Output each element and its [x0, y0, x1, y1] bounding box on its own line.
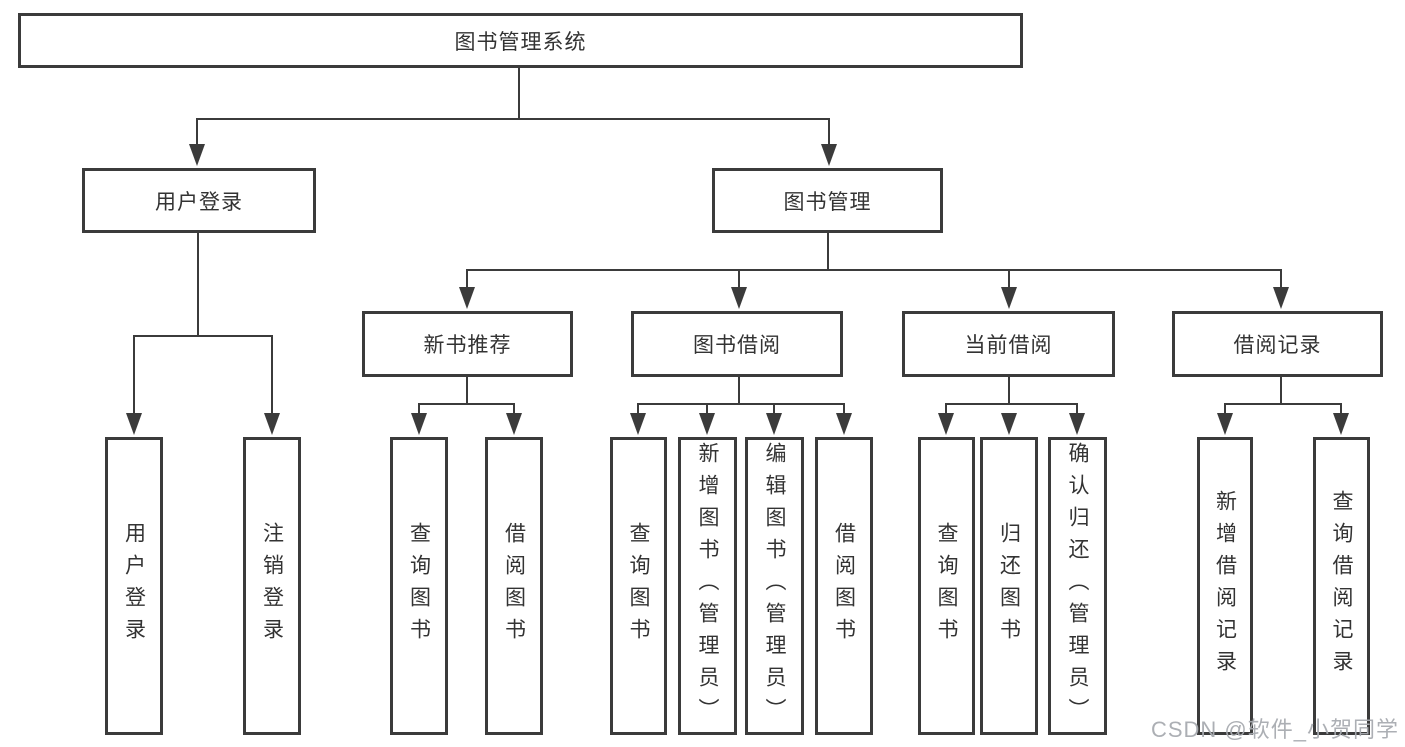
connector-line: [738, 375, 740, 405]
connector-line: [271, 335, 273, 415]
connector-line: [418, 403, 420, 417]
node-user-login: 用户登录: [82, 168, 316, 233]
connector-line: [196, 118, 198, 148]
arrow-down-icon: [699, 413, 715, 435]
node-label: 新增图书（管理员）: [696, 442, 719, 730]
connector-line: [1280, 269, 1282, 291]
leaf-newbooks-borrow-books: 借阅图书: [485, 437, 543, 735]
arrow-down-icon: [766, 413, 782, 435]
connector-line: [518, 66, 520, 120]
node-label: 图书管理: [783, 190, 872, 214]
node-label: 编辑图书（管理员）: [763, 442, 786, 730]
leaf-records-add-record: 新增借阅记录: [1197, 437, 1253, 735]
connector-line: [773, 403, 775, 417]
arrow-down-icon: [1273, 287, 1289, 309]
connector-line: [1280, 375, 1282, 405]
leaf-borrow-query-books: 查询图书: [610, 437, 667, 735]
arrow-down-icon: [189, 144, 205, 166]
arrow-down-icon: [1001, 413, 1017, 435]
arrow-down-icon: [264, 413, 280, 435]
leaf-borrow-add-books-admin: 新增图书（管理员）: [678, 437, 737, 735]
node-label: 当前借阅: [964, 334, 1053, 357]
node-current-borrow: 当前借阅: [902, 311, 1115, 377]
arrow-down-icon: [411, 413, 427, 435]
connector-line: [738, 269, 740, 291]
arrow-down-icon: [836, 413, 852, 435]
connector-line: [945, 403, 947, 417]
node-label: 查询图书: [627, 522, 650, 650]
leaf-logout: 注销登录: [243, 437, 301, 735]
node-book-management: 图书管理: [712, 168, 943, 233]
connector-line: [133, 335, 273, 337]
node-label: 新增借阅记录: [1213, 490, 1237, 682]
watermark: CSDN @软件_小贺同学: [1150, 717, 1399, 742]
node-label: 查询借阅记录: [1330, 490, 1353, 682]
connector-line: [1340, 403, 1342, 417]
connector-line: [513, 403, 515, 417]
connector-line: [843, 403, 845, 417]
connector-line: [1008, 375, 1010, 405]
connector-line: [827, 231, 829, 271]
node-label: 注销登录: [260, 522, 284, 650]
connector-line: [945, 403, 1078, 405]
node-label: 查询图书: [935, 522, 958, 650]
node-label: 用户登录: [122, 522, 146, 650]
arrow-down-icon: [938, 413, 954, 435]
connector-line: [1008, 269, 1010, 291]
connector-line: [828, 118, 830, 148]
connector-line: [637, 403, 844, 405]
connector-line: [196, 118, 830, 120]
node-book-borrow: 图书借阅: [631, 311, 843, 377]
node-label: 归还图书: [997, 522, 1021, 650]
leaf-records-query-record: 查询借阅记录: [1313, 437, 1370, 735]
node-label: 查询图书: [407, 522, 431, 650]
node-label: 图书管理系统: [454, 30, 587, 54]
arrow-down-icon: [1333, 413, 1349, 435]
node-label: 借阅记录: [1233, 334, 1322, 357]
arrow-down-icon: [126, 413, 142, 435]
node-borrow-records: 借阅记录: [1172, 311, 1383, 377]
connector-line: [706, 403, 708, 417]
arrow-down-icon: [1069, 413, 1085, 435]
node-label: 确认归还（管理员）: [1066, 442, 1089, 730]
node-label: 新书推荐: [423, 334, 512, 357]
node-label: 借阅图书: [832, 522, 856, 650]
arrow-down-icon: [821, 144, 837, 166]
connector-line: [418, 403, 515, 405]
connector-line: [1076, 403, 1078, 417]
arrow-down-icon: [731, 287, 747, 309]
node-root: 图书管理系统: [18, 13, 1023, 68]
arrow-down-icon: [506, 413, 522, 435]
arrow-down-icon: [1001, 287, 1017, 309]
connector-line: [637, 403, 639, 417]
leaf-newbooks-query-books: 查询图书: [390, 437, 448, 735]
leaf-borrow-edit-books-admin: 编辑图书（管理员）: [745, 437, 804, 735]
connector-line: [1224, 403, 1342, 405]
leaf-current-confirm-return-admin: 确认归还（管理员）: [1048, 437, 1107, 735]
connector-line: [466, 269, 1282, 271]
arrow-down-icon: [1217, 413, 1233, 435]
node-label: 图书借阅: [693, 334, 781, 357]
leaf-user-login: 用户登录: [105, 437, 163, 735]
connector-line: [466, 375, 468, 405]
leaf-borrow-borrow-books: 借阅图书: [815, 437, 873, 735]
connector-line: [197, 231, 199, 337]
connector-line: [466, 269, 468, 291]
node-label: 用户登录: [155, 190, 243, 214]
arrow-down-icon: [630, 413, 646, 435]
node-label: 借阅图书: [502, 522, 526, 650]
connector-line: [133, 335, 135, 415]
connector-line: [1224, 403, 1226, 417]
leaf-current-query-books: 查询图书: [918, 437, 975, 735]
node-new-books: 新书推荐: [362, 311, 573, 377]
leaf-current-return-books: 归还图书: [980, 437, 1038, 735]
arrow-down-icon: [459, 287, 475, 309]
